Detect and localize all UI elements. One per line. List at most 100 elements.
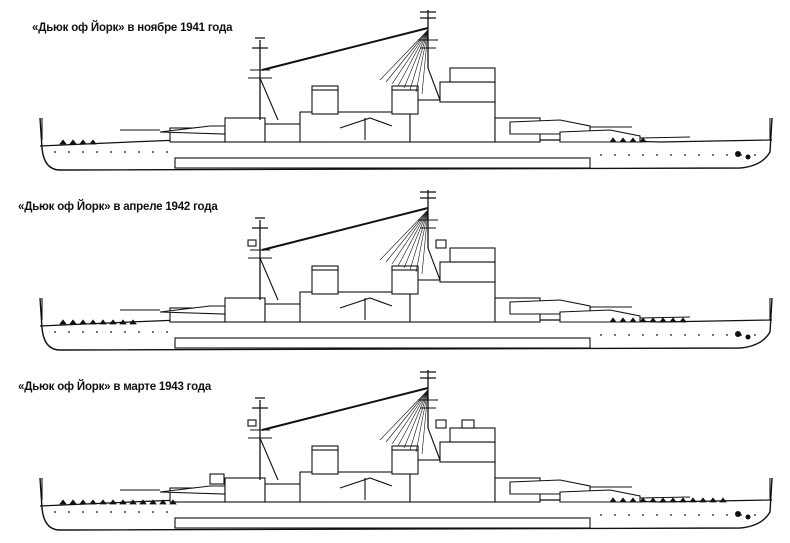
porthole: [600, 514, 602, 516]
aerial-wire: [261, 27, 429, 71]
rigging-line: [379, 389, 429, 441]
rigging-line: [391, 389, 429, 445]
aa-gun: [79, 319, 87, 325]
porthole: [684, 154, 686, 156]
caption-march-1943: «Дьюк оф Йорк» в марте 1943 года: [18, 381, 212, 393]
aa-gun: [119, 319, 127, 325]
porthole: [754, 154, 756, 156]
bridge-block: [409, 99, 496, 143]
aa-gun: [59, 499, 67, 505]
anchor: [745, 154, 751, 160]
armor-belt: [174, 517, 591, 529]
main-mast-yards: [248, 249, 279, 301]
rigging-line: [391, 29, 429, 85]
aa-gun: [79, 139, 87, 145]
porthole: [600, 154, 602, 156]
porthole: [726, 154, 728, 156]
aa-gun: [619, 137, 627, 143]
aa-gun: [99, 499, 107, 505]
rigging-line: [409, 389, 429, 451]
aft-funnel: [311, 267, 339, 295]
aa-gun: [629, 497, 637, 503]
aa-gun: [79, 499, 87, 505]
porthole: [726, 334, 728, 336]
main-mast: [252, 37, 268, 120]
porthole: [754, 334, 756, 336]
fore-funnel-cap: [391, 265, 419, 271]
porthole: [152, 151, 154, 153]
anchor: [735, 331, 741, 337]
bridge-upper: [439, 441, 496, 463]
porthole: [54, 511, 56, 513]
aa-gun: [89, 499, 97, 505]
rigging-line: [385, 389, 429, 443]
porthole: [628, 514, 630, 516]
aa-gun: [169, 499, 177, 505]
aa-gun: [639, 497, 647, 503]
hull-outline: [39, 297, 773, 351]
main-mast-yards: [248, 69, 279, 121]
rigging-line: [391, 209, 429, 265]
catapult: [339, 297, 393, 309]
aa-gun: [119, 499, 127, 505]
porthole: [656, 154, 658, 156]
central-superstructure: [299, 291, 411, 323]
aa-director: [209, 473, 225, 485]
caption-april-1942: «Дьюк оф Йорк» в апреле 1942 года: [18, 201, 218, 213]
radar-lantern: [435, 419, 447, 429]
aa-gun: [69, 139, 77, 145]
aa-gun: [629, 317, 637, 323]
aa-gun: [139, 499, 147, 505]
porthole: [614, 334, 616, 336]
radar-director: [461, 419, 475, 429]
main-mast: [252, 397, 268, 480]
aa-gun: [99, 319, 107, 325]
ship-profile-1943: [39, 370, 773, 531]
fore-funnel: [391, 267, 419, 295]
fore-mast-yards: [418, 399, 441, 461]
rigging-line: [415, 209, 429, 273]
fore-mast-yards: [418, 219, 441, 281]
aa-gun: [69, 499, 77, 505]
hull-outline: [39, 477, 773, 531]
porthole: [656, 514, 658, 516]
porthole: [600, 334, 602, 336]
porthole: [628, 334, 630, 336]
aa-gun: [109, 319, 117, 325]
fore-funnel-cap: [391, 445, 419, 451]
porthole: [68, 331, 70, 333]
ship-profile-1942: [39, 190, 773, 351]
porthole: [96, 151, 98, 153]
fore-mast: [420, 10, 436, 68]
porthole: [152, 331, 154, 333]
aa-gun: [609, 137, 617, 143]
porthole: [82, 511, 84, 513]
porthole: [138, 331, 140, 333]
aa-gun: [719, 497, 727, 503]
forward-turret-a: [559, 489, 641, 503]
rigging-line: [409, 29, 429, 91]
aerial-wire: [261, 387, 429, 431]
forward-turret-b: [509, 479, 591, 495]
porthole: [152, 511, 154, 513]
aa-gun: [59, 139, 67, 145]
central-superstructure: [299, 111, 411, 143]
porthole: [96, 511, 98, 513]
aa-gun: [659, 497, 667, 503]
porthole: [96, 331, 98, 333]
porthole: [628, 154, 630, 156]
porthole: [670, 514, 672, 516]
porthole: [642, 154, 644, 156]
bridge-upper: [439, 261, 496, 283]
caption-november-1941: «Дьюк оф Йорк» в ноябре 1941 года: [32, 22, 233, 34]
turret-a-barrel: [639, 496, 691, 499]
porthole: [138, 151, 140, 153]
aft-superstructure: [224, 297, 266, 323]
aa-gun: [639, 317, 647, 323]
rigging-line: [421, 209, 429, 275]
aa-gun: [689, 497, 697, 503]
aerial-wire: [261, 207, 429, 251]
porthole: [698, 154, 700, 156]
rigging-line: [409, 209, 429, 271]
anchor: [745, 334, 751, 340]
